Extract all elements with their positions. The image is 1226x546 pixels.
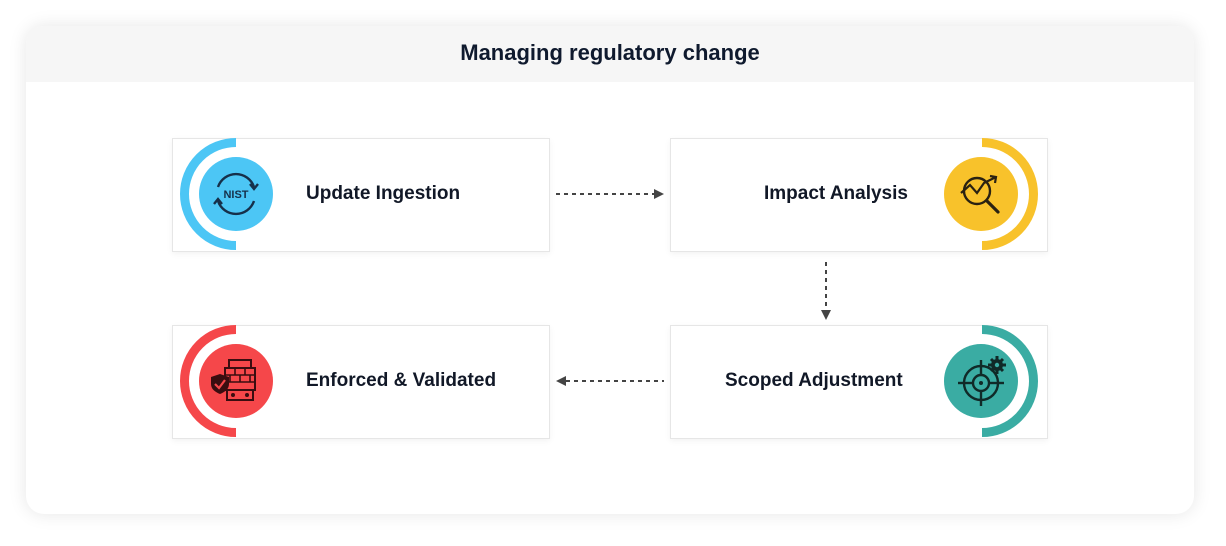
step-label: Impact Analysis xyxy=(764,183,908,204)
target-gear-icon xyxy=(944,344,1018,418)
step-label: Update Ingestion xyxy=(306,183,461,204)
step-label: Scoped Adjustment xyxy=(725,370,903,391)
arrow-adjustment-to-enforced xyxy=(556,376,664,386)
diagram-card: Managing regulatory change xyxy=(26,26,1194,514)
nist-icon-text: NIST xyxy=(223,189,248,201)
arrow-ingestion-to-analysis xyxy=(556,189,664,199)
arrow-analysis-to-adjustment xyxy=(821,262,831,320)
step-label: Enforced & Validated xyxy=(306,370,497,391)
diagram-header: Managing regulatory change xyxy=(26,26,1194,82)
diagram-title: Managing regulatory change xyxy=(460,40,760,65)
chart-magnifier-icon xyxy=(944,157,1018,231)
nist-refresh-icon: NIST xyxy=(199,157,273,231)
shield-firewall-icon xyxy=(199,344,273,418)
